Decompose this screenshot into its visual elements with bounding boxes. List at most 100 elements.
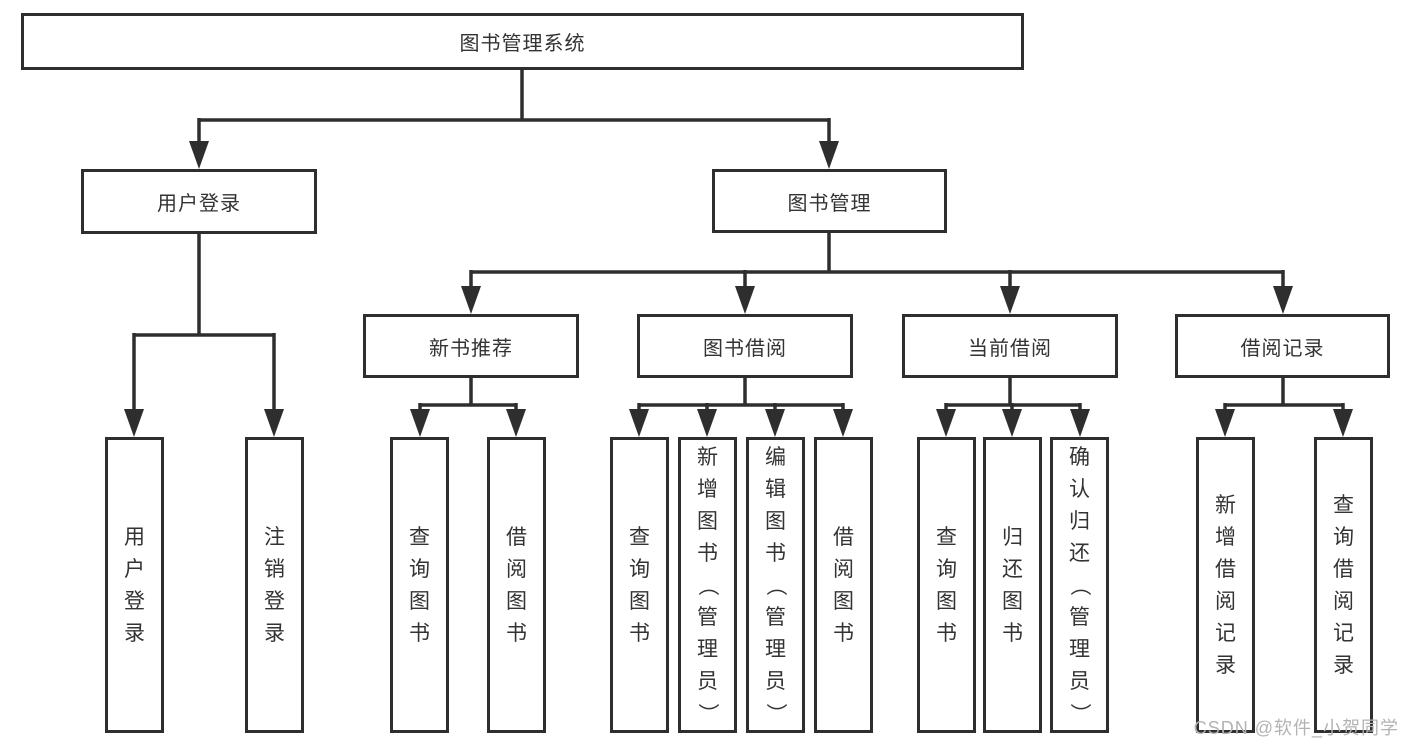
vertical-char: 用 (124, 525, 145, 549)
vertical-char: 图 (697, 509, 718, 533)
node-label: 图书借阅 (703, 337, 787, 360)
node-book-borrowing: 图书借阅 (637, 314, 853, 378)
leaf-add-borrow-record: 新增借阅记录 (1196, 437, 1255, 733)
node-label: 新书推荐 (429, 337, 513, 360)
edge-login-to-leaves (132, 234, 276, 415)
vertical-char: 还 (1002, 557, 1023, 581)
vertical-char: 借 (1333, 557, 1354, 581)
leaf-return-books: 归还图书 (983, 437, 1042, 733)
vertical-char: （ (696, 574, 719, 596)
vertical-char: 管 (697, 605, 718, 629)
node-label: 借阅记录 (1240, 337, 1325, 360)
vertical-char: 图 (1002, 589, 1023, 613)
node-label: 用户登录 (157, 193, 241, 215)
vertical-char: 理 (697, 637, 718, 661)
vertical-char: 归 (1002, 525, 1023, 549)
leaf-user-login: 用户登录 (105, 437, 164, 733)
vertical-char: 增 (697, 477, 718, 501)
arrowhead (765, 409, 785, 437)
arrowhead (833, 409, 853, 437)
vertical-char: 归 (1069, 509, 1090, 533)
vertical-char: 书 (936, 621, 957, 645)
node-label: 图书管理 (787, 192, 872, 215)
vertical-char: 认 (1069, 477, 1090, 501)
vertical-char: 录 (1333, 653, 1354, 677)
vertical-char: 确 (1069, 445, 1090, 469)
node-label: 借阅图书 (833, 527, 854, 644)
vertical-char: 员 (697, 669, 718, 693)
vertical-char: ） (696, 702, 719, 724)
node-label: 借阅图书 (506, 527, 527, 644)
vertical-char: 图 (506, 589, 527, 613)
vertical-char: 查 (629, 525, 650, 549)
vertical-char: 员 (1069, 669, 1090, 693)
leaf-borrow-books-recommend: 借阅图书 (487, 437, 546, 733)
node-user-login: 用户登录 (81, 169, 317, 234)
vertical-char: 增 (1215, 525, 1236, 549)
vertical-char: 理 (765, 637, 786, 661)
vertical-char: 销 (264, 557, 285, 581)
edge-records-to-leaves (1223, 378, 1345, 415)
arrowhead (936, 409, 956, 437)
arrowhead (1273, 286, 1293, 314)
node-borrowing-records: 借阅记录 (1175, 314, 1390, 378)
vertical-char: 阅 (1215, 589, 1236, 613)
vertical-char: 询 (629, 557, 650, 581)
vertical-char: 图 (765, 509, 786, 533)
arrowhead (735, 286, 755, 314)
node-book-management: 图书管理 (712, 169, 947, 233)
csdn-watermark: CSDN @软件_小贺同学 (1193, 718, 1399, 738)
vertical-char: ） (1068, 702, 1091, 724)
arrowhead (1070, 409, 1090, 437)
vertical-char: 书 (1002, 621, 1023, 645)
arrowhead (629, 409, 649, 437)
vertical-char: 图 (936, 589, 957, 613)
arrowhead (1000, 286, 1020, 314)
vertical-char: 员 (765, 669, 786, 693)
vertical-char: 登 (264, 589, 285, 613)
vertical-char: 书 (833, 621, 854, 645)
leaf-add-books-admin: 新增图书（管理员） (678, 437, 737, 733)
arrowhead (697, 409, 717, 437)
vertical-char: 辑 (765, 477, 786, 501)
vertical-char: 查 (409, 525, 430, 549)
vertical-char: 理 (1069, 637, 1090, 661)
vertical-char: 录 (124, 621, 145, 645)
edge-root-to-level2 (197, 70, 831, 147)
vertical-char: 记 (1333, 621, 1354, 645)
node-current-borrowing: 当前借阅 (902, 314, 1118, 378)
leaf-query-books-borrowing: 查询图书 (610, 437, 669, 733)
leaf-logout: 注销登录 (245, 437, 304, 733)
vertical-char: 记 (1215, 621, 1236, 645)
vertical-char: 新 (697, 445, 718, 469)
vertical-char: 询 (409, 557, 430, 581)
vertical-char: 借 (506, 525, 527, 549)
edge-current-to-leaves (944, 378, 1082, 415)
arrowhead (124, 409, 144, 437)
arrowhead (1002, 409, 1022, 437)
vertical-char: 录 (1215, 653, 1236, 677)
node-label: 新增借阅记录 (1215, 495, 1236, 676)
vertical-char: 借 (1215, 557, 1236, 581)
vertical-char: 图 (409, 589, 430, 613)
vertical-char: 阅 (833, 557, 854, 581)
node-label: 确认归还（管理员） (1068, 445, 1091, 724)
node-label: 归还图书 (1002, 527, 1023, 644)
leaf-confirm-return-admin: 确认归还（管理员） (1050, 437, 1109, 733)
vertical-char: 还 (1069, 541, 1090, 565)
leaf-edit-books-admin: 编辑图书（管理员） (746, 437, 805, 733)
arrowhead (506, 409, 526, 437)
node-label: 当前借阅 (968, 337, 1052, 360)
vertical-char: 书 (765, 541, 786, 565)
arrowhead (461, 286, 481, 314)
node-label: 图书管理系统 (459, 33, 586, 55)
node-library-management-system: 图书管理系统 (21, 13, 1024, 70)
vertical-char: 书 (409, 621, 430, 645)
edge-borrow-to-leaves (637, 378, 845, 415)
vertical-char: （ (1068, 574, 1091, 596)
node-label: 注销登录 (264, 527, 285, 644)
node-label: 查询图书 (629, 527, 650, 644)
vertical-char: ） (764, 702, 787, 724)
vertical-char: 查 (1333, 493, 1354, 517)
vertical-char: 书 (506, 621, 527, 645)
